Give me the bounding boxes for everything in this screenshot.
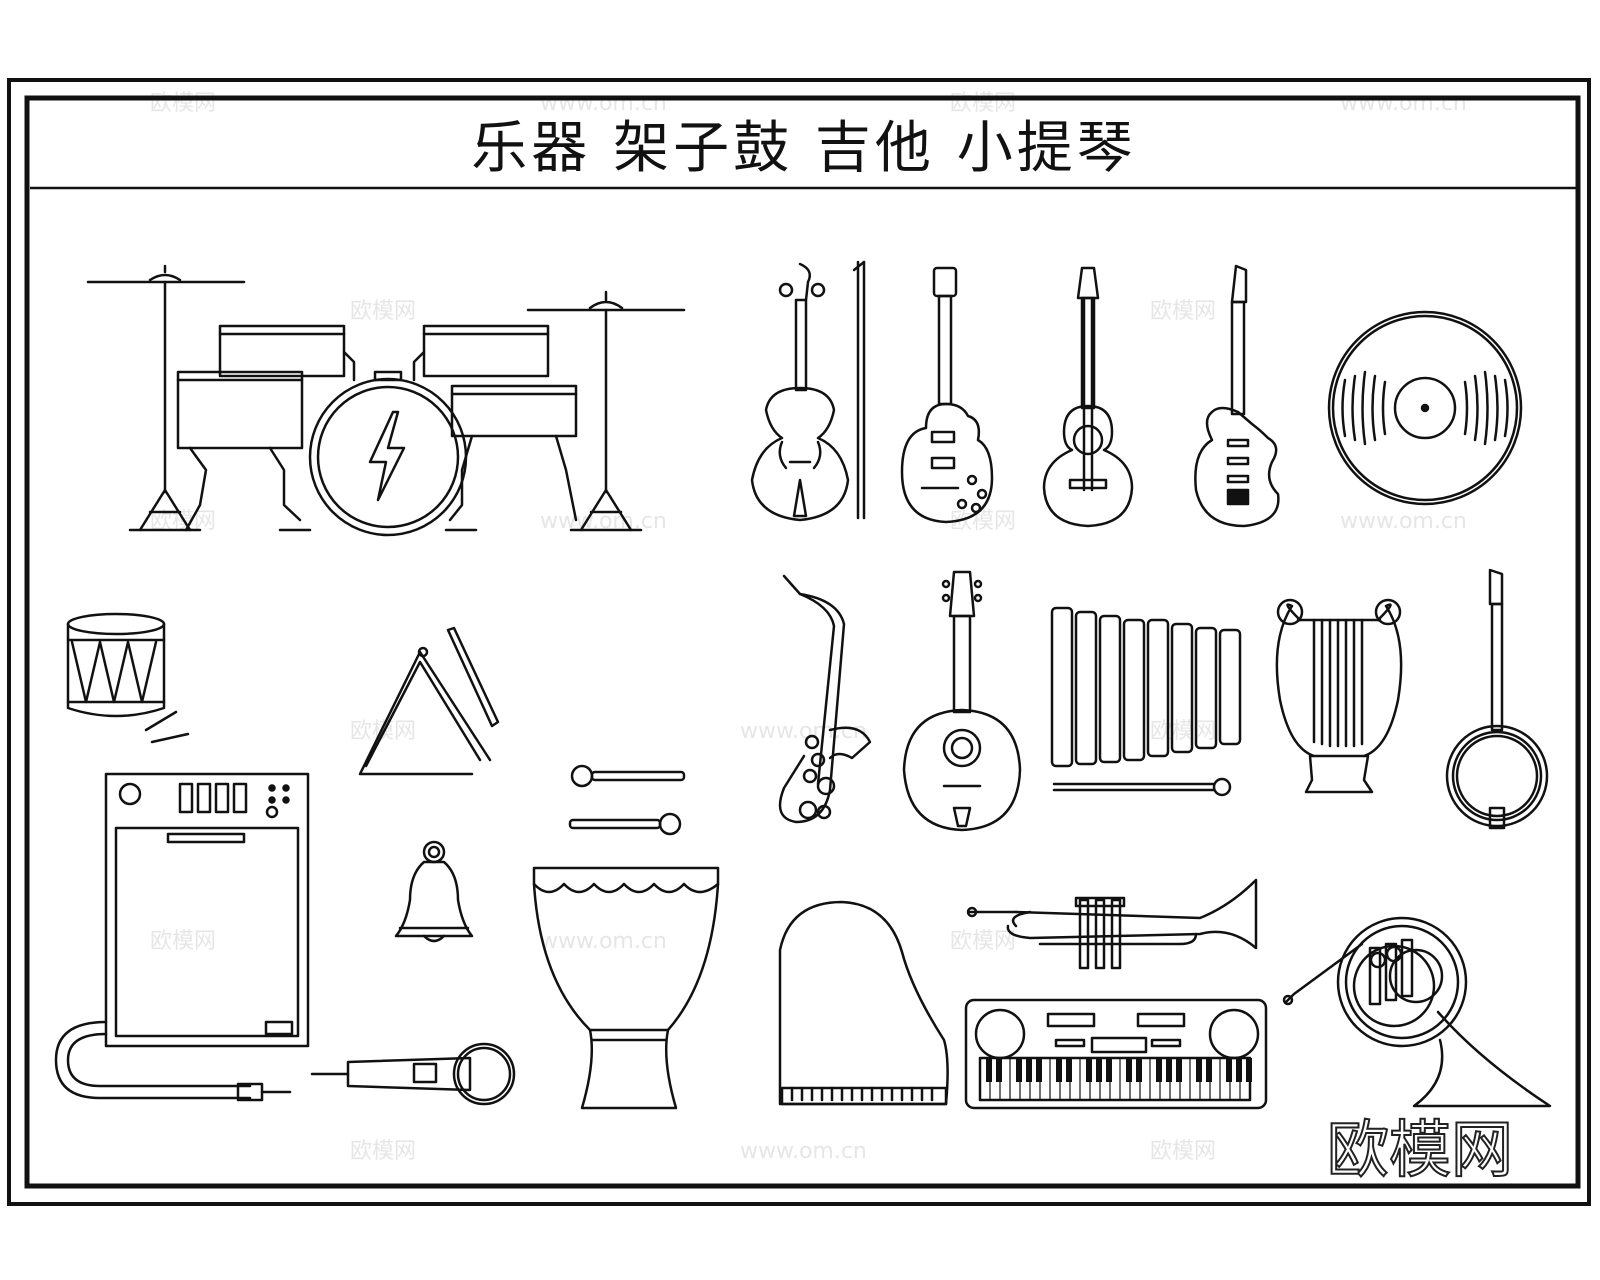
watermark-logo: 欧模网: [150, 91, 216, 116]
triangle-icon: [358, 626, 500, 776]
watermark-url: www.om.cn: [740, 719, 867, 744]
violin-icon: [750, 260, 866, 522]
watermark-logo: 欧模网: [150, 929, 216, 954]
lyre-icon: [1275, 598, 1403, 794]
saxophone-icon: [778, 574, 872, 824]
microphone-icon: [310, 1042, 516, 1106]
mandolin-icon: [902, 570, 1022, 832]
trumpet-icon: [966, 878, 1258, 970]
watermark-layer: 欧模网 www.om.cn 欧模网 www.om.cn 欧模网 欧模网 欧模网 …: [150, 91, 1467, 1164]
grand-piano-icon: [778, 900, 949, 1106]
banjo-icon: [1445, 568, 1549, 830]
watermark-url: www.om.cn: [540, 91, 667, 116]
electric-guitar-lp-icon: [900, 266, 994, 524]
watermark-url: www.om.cn: [1340, 91, 1467, 116]
watermark-logo: 欧模网: [950, 929, 1016, 954]
watermark-logo: 欧模网: [350, 299, 416, 324]
watermark-url: www.om.cn: [1340, 509, 1467, 534]
keyboard-keys: [979, 1058, 1252, 1100]
watermark-url: www.om.cn: [740, 1139, 867, 1164]
acoustic-guitar-icon: [1042, 266, 1134, 528]
vinyl-record-icon: [1327, 310, 1523, 506]
watermark-logo: 欧模网: [350, 1139, 416, 1164]
french-horn-icon: [1282, 916, 1552, 1108]
drumsticks-icon: [568, 764, 686, 836]
watermark-logo: 欧模网: [1150, 719, 1216, 744]
sheet-frame: [7, 78, 1591, 1206]
amplifier-icon: [54, 772, 310, 1102]
watermark-logo: 欧模网: [950, 509, 1016, 534]
sheet-title: 乐器 架子鼓 吉他 小提琴: [471, 115, 1137, 181]
drum-kit-icon: [86, 264, 686, 537]
snare-drum-icon: [66, 612, 190, 744]
watermark-logo: 欧模网: [1150, 299, 1216, 324]
electric-guitar-strat-icon: [1194, 264, 1280, 528]
xylophone-icon: [1050, 606, 1242, 797]
brand-logo: 欧模网: [1326, 1112, 1514, 1187]
bell-icon: [394, 840, 474, 943]
watermark-logo: 欧模网: [1150, 1139, 1216, 1164]
djembe-icon: [532, 866, 720, 1110]
watermark-url: www.om.cn: [540, 929, 667, 954]
watermark-logo: 欧模网: [950, 91, 1016, 116]
keyboard-icon: [964, 998, 1268, 1110]
